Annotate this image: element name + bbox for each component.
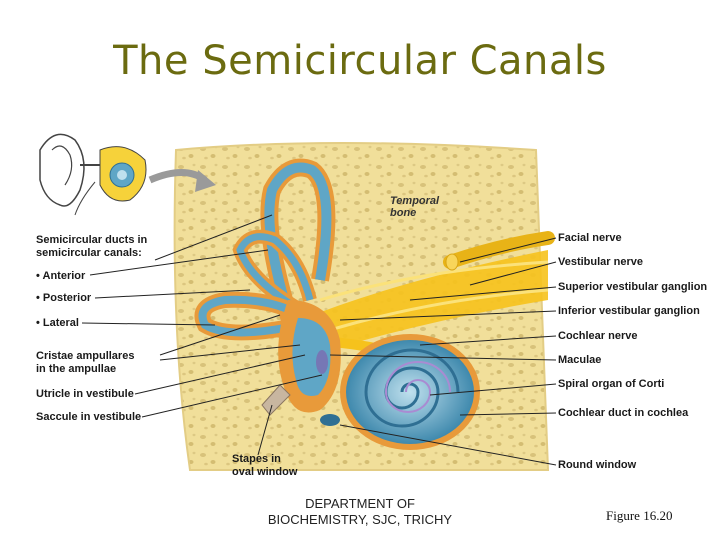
- temporal-bone-label-line1: Temporal: [390, 195, 440, 207]
- label-stapes-1: Stapes in: [232, 453, 281, 465]
- label-spiral-organ: Spiral organ of Corti: [558, 378, 665, 390]
- label-posterior: • Posterior: [36, 292, 92, 304]
- label-anterior: • Anterior: [36, 270, 86, 282]
- label-saccule: Saccule in vestibule: [36, 411, 142, 423]
- label-maculae: Maculae: [558, 354, 602, 366]
- label-cristae-1: Cristae ampullares: [36, 350, 135, 362]
- cochlea: [340, 334, 480, 450]
- label-superior-ganglion: Superior vestibular ganglion: [558, 281, 708, 293]
- label-lateral: • Lateral: [36, 317, 79, 329]
- round-window: [320, 414, 340, 426]
- label-semicircular-ducts-1: Semicircular ducts in: [36, 234, 148, 246]
- label-stapes-2: oval window: [232, 466, 298, 478]
- leader-lines-right: [329, 237, 557, 466]
- temporal-bone-label: Temporal bone: [390, 195, 439, 219]
- leader-lines-left: [81, 214, 323, 456]
- label-cochlear-duct: Cochlear duct in cochlea: [558, 407, 689, 419]
- facial-nerve: [443, 231, 555, 271]
- label-facial-nerve: Facial nerve: [558, 232, 622, 244]
- footer-department: DEPARTMENT OF BIOCHEMISTRY, SJC, TRICHY: [240, 496, 480, 528]
- semicircular-canals: [194, 158, 336, 341]
- temporal-bone-label-line2: bone: [390, 207, 417, 219]
- label-utricle: Utricle in vestibule: [36, 388, 134, 400]
- ear-locator-diagram: [39, 133, 147, 216]
- label-cochlear-nerve: Cochlear nerve: [558, 330, 638, 342]
- slide-title: The Semicircular Canals: [113, 38, 607, 84]
- vestibule: [278, 300, 341, 413]
- label-vestibular-nerve: Vestibular nerve: [558, 256, 643, 268]
- pointer-arrow: [148, 169, 216, 192]
- label-cristae-2: in the ampullae: [36, 363, 117, 375]
- figure-reference: Figure 16.20: [606, 508, 673, 523]
- footer-line1: DEPARTMENT OF: [305, 496, 415, 511]
- label-semicircular-ducts-2: semicircular canals:: [36, 247, 142, 259]
- label-round-window: Round window: [558, 459, 637, 471]
- label-inferior-ganglion: Inferior vestibular ganglion: [558, 305, 700, 317]
- stapes: [261, 384, 291, 416]
- footer-line2: BIOCHEMISTRY, SJC, TRICHY: [267, 512, 453, 527]
